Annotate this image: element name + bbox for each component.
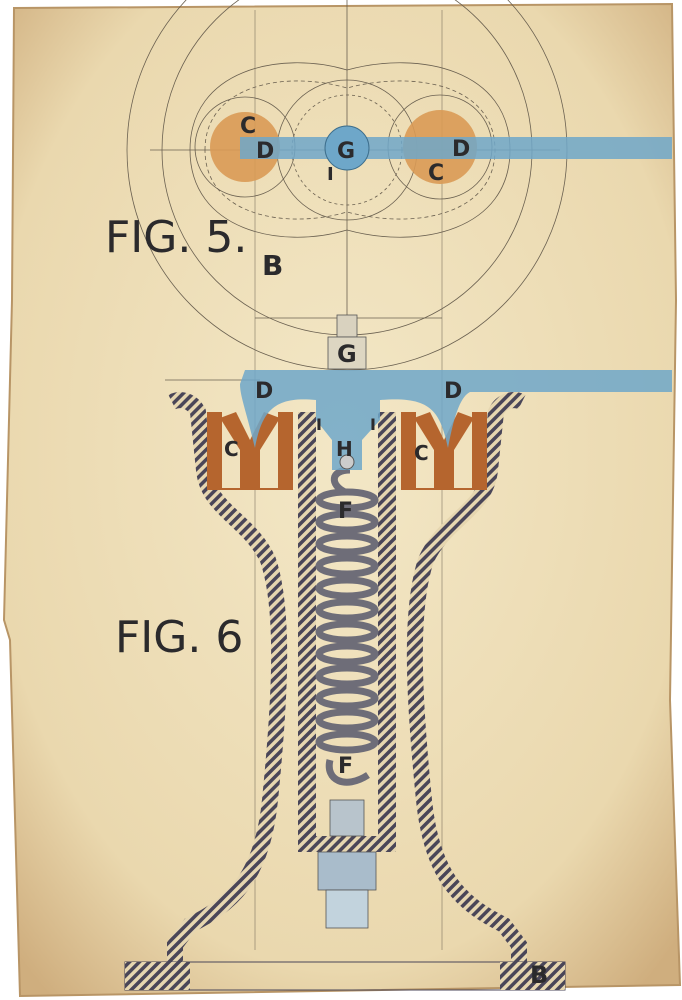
lever-arm-d [240, 370, 672, 470]
section-mark-b: B [262, 249, 283, 282]
label-c: C [414, 441, 429, 465]
label-c: C [240, 114, 256, 139]
tube-wall-right [378, 412, 396, 852]
label-f: F [338, 754, 353, 779]
bottom-nut [317, 851, 377, 891]
spring-hook [339, 454, 355, 470]
fig6-section-view [124, 314, 672, 991]
spring-f [315, 466, 379, 786]
fig5-title: FIG. 5. [105, 212, 247, 263]
cup-c-right [401, 412, 487, 490]
label-h: H [336, 437, 353, 461]
label-c: C [428, 161, 444, 186]
label-d: D [452, 137, 470, 162]
label-f: F [338, 499, 353, 524]
tube-wall-left [298, 412, 316, 852]
pedestal-wall-left [167, 392, 288, 965]
base-flange-left [125, 962, 190, 990]
pedestal-wall-right [406, 392, 527, 965]
base-flange-right [500, 962, 565, 990]
label-i: I [370, 415, 376, 434]
hub-g-plan [324, 125, 370, 171]
label-i: I [327, 164, 334, 185]
label-c: C [224, 437, 239, 461]
nut-g [327, 336, 367, 370]
label-d: D [256, 139, 274, 164]
fig6-title: FIG. 6 [115, 612, 243, 663]
label-d: D [255, 379, 273, 404]
stud-thread [336, 314, 358, 338]
section-mark-b: B [530, 961, 548, 989]
label-g: G [337, 139, 355, 164]
label-i: I [316, 415, 322, 434]
tube-bottom [298, 836, 396, 852]
bottom-bolt [329, 799, 365, 837]
label-d: D [444, 379, 462, 404]
bottom-bolt-end [325, 889, 369, 929]
cup-c-left [207, 412, 293, 490]
label-g: G [337, 340, 357, 368]
